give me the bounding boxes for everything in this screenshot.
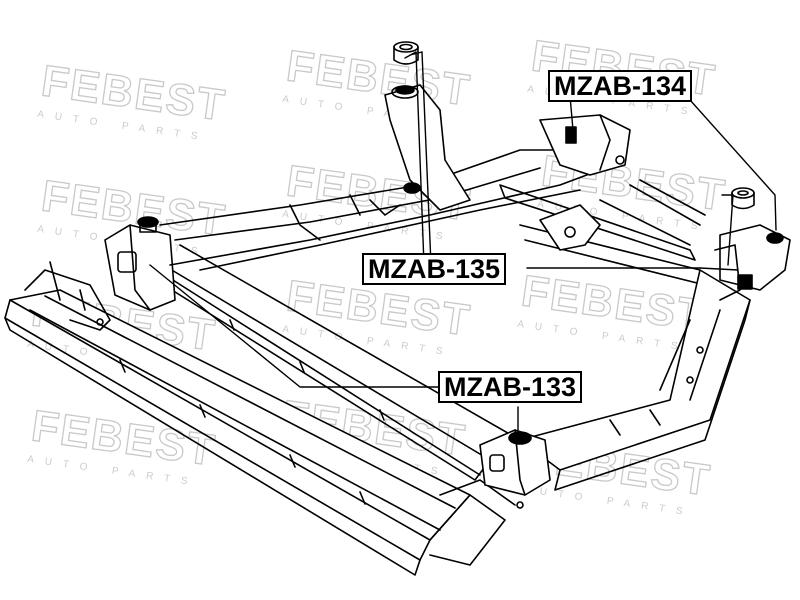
right-side-rail: [519, 269, 751, 491]
leader-lines: [149, 51, 777, 433]
left-front-mount: [104, 216, 176, 311]
part-label-mzab-133: MZAB-133: [438, 371, 583, 403]
part-label-mzab-134: MZAB-134: [548, 70, 693, 102]
bushing-cap-top: [393, 41, 419, 65]
watermark-tile: FEBEST AUTO PARTS: [282, 41, 475, 129]
watermark-tile: FEBEST AUTO PARTS: [27, 401, 220, 489]
right-rear-mount: [714, 224, 791, 301]
rear-left-mount-arm: [384, 84, 471, 211]
right-front-mount: [479, 429, 551, 509]
center-linkage: [499, 179, 706, 286]
front-crossbeam: [4, 261, 516, 576]
part-label-mzab-135: MZAB-135: [362, 253, 507, 285]
watermark-tile: FEBEST AUTO PARTS: [37, 56, 230, 144]
bushing-cap-right: [731, 187, 755, 210]
rear-right-bracket: [539, 114, 631, 176]
subframe-art: [4, 41, 791, 576]
